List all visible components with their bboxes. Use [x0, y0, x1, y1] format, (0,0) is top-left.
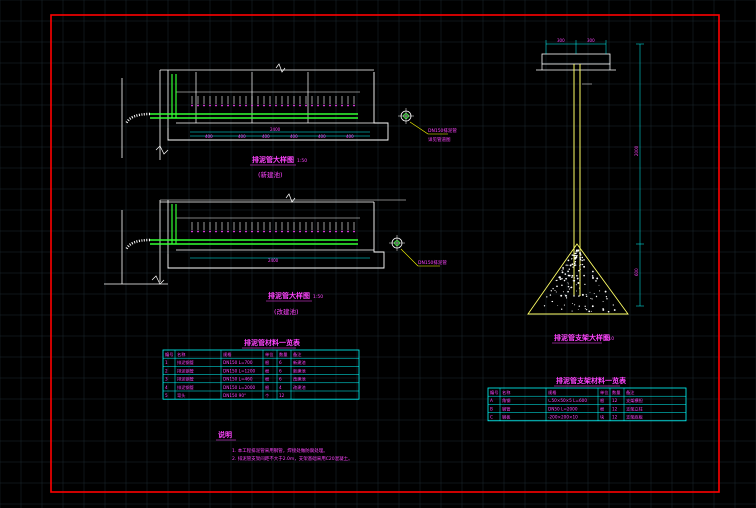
right-table-cell: 12: [612, 415, 618, 420]
left-table-header-cell: 单位: [265, 351, 273, 358]
top-detail-scale: 1:50: [297, 158, 307, 164]
left-table-cell: 6: [279, 360, 282, 365]
support-dim-top-2: 300: [587, 38, 595, 43]
drawing-frame: [50, 14, 720, 493]
right-table-cell: 支架立柱: [626, 405, 644, 412]
right-table-cell: C: [490, 415, 493, 420]
right-table-cell: 块: [600, 414, 605, 421]
left-table-cell: 4: [165, 385, 168, 390]
left-table-cell: DN150 L=2000: [223, 385, 256, 390]
left-table-header-cell: 编号: [165, 351, 173, 358]
right-table-cell: -200×200×10: [548, 415, 578, 420]
right-table-cell: 支架底板: [626, 414, 644, 421]
top-dim-label: 400: [205, 134, 213, 139]
left-table-cell: 根: [265, 359, 270, 366]
left-table-cell: 根: [265, 367, 270, 374]
top-dim-label: 400: [346, 134, 354, 139]
left-table-header-cell: 规格: [223, 351, 232, 358]
right-table-cell: 角钢: [502, 397, 510, 404]
left-table-cell: 个: [265, 393, 270, 398]
left-table-cell: DN150 L=700: [223, 360, 253, 365]
left-table-cell: 1: [165, 360, 168, 365]
left-table-cell: 6: [279, 368, 282, 373]
right-table-cell: DN50 L=2000: [548, 406, 578, 411]
left-table-cell: 新建池: [293, 359, 306, 366]
top-dim-label: 400: [318, 134, 326, 139]
left-table-cell: 6: [279, 377, 282, 382]
left-table-cell: 改建池: [293, 384, 306, 391]
right-table-cell: 12: [612, 398, 618, 403]
right-table-header-cell: 名称: [502, 389, 510, 396]
left-table-cell: 4: [279, 385, 282, 390]
support-detail-title: 排泥管支架大样图: [554, 333, 610, 342]
mid-detail-title: 排泥管大样图: [268, 291, 310, 300]
left-table-cell: 排泥钢管: [177, 359, 194, 366]
right-table-header-cell: 编号: [490, 389, 498, 396]
mid-callout: DN150排泥管: [418, 259, 447, 266]
support-dim-top-1: 300: [557, 38, 565, 43]
left-table-header-cell: 名称: [177, 351, 185, 358]
note-2: 2. 排泥管支架间距不大于2.0m，支架基础采用C20混凝土。: [232, 455, 353, 462]
left-table-cell: 弯头: [177, 392, 185, 399]
right-table-header-cell: 规格: [548, 389, 557, 396]
support-detail-scale: 1:10: [604, 336, 614, 342]
left-table-cell: 新建池: [293, 367, 306, 374]
right-table-cell: A: [490, 398, 493, 403]
left-table-cell: 排泥钢管: [177, 367, 194, 374]
mid-detail-scale: 1:50: [313, 294, 323, 300]
right-table-title: 排泥管支架材料一览表: [556, 376, 627, 385]
left-table-cell: 根: [265, 384, 270, 391]
right-material-table: 编号名称 规格 单位数量备注 A 角钢 ∟50×50×5 L=600 根 12 支架横担 B 钢管 D…: [487, 387, 687, 422]
right-table-cell: 根: [600, 397, 605, 404]
right-table-cell: 钢管: [502, 405, 510, 412]
right-table-cell: B: [490, 406, 493, 411]
left-table-cell: 改建池: [293, 376, 306, 383]
support-dim-height: 2000: [634, 145, 639, 156]
left-table-cell: 12: [279, 393, 285, 398]
right-table-header-cell: 单位: [600, 389, 608, 396]
left-table-cell: 3: [165, 377, 168, 382]
left-table-header-cell: 备注: [293, 351, 302, 358]
top-callout: DN150排泥管: [428, 127, 457, 134]
support-dim-base: 600: [634, 268, 639, 276]
left-table-header-cell: 数量: [279, 351, 287, 358]
right-table-cell: 支架横担: [626, 397, 643, 404]
top-dim-label: 400: [238, 134, 246, 139]
support-detail: [527, 40, 644, 315]
left-table-cell: 2: [165, 368, 168, 373]
left-table-cell: 排泥钢管: [177, 376, 194, 383]
right-table-cell: ∟50×50×5 L=600: [548, 398, 587, 403]
middle-detail: [104, 193, 440, 285]
left-table-cell: DN150 L=460: [223, 377, 253, 382]
right-table-cell: 钢板: [502, 414, 511, 421]
top-detail: [121, 63, 448, 160]
top-dim-label: 400: [262, 134, 270, 139]
left-table-cell: DN150 90°: [223, 393, 246, 398]
mid-dim-total: 2400: [268, 258, 279, 263]
left-table-cell: 排泥钢管: [177, 384, 194, 391]
left-table-cell: DN150 L=1200: [223, 368, 256, 373]
top-detail-title: 排泥管大样图: [252, 155, 294, 164]
top-dim-label: 400: [290, 134, 298, 139]
top-detail-subtitle: (新建池): [258, 170, 283, 179]
right-table-header-cell: 备注: [626, 389, 635, 396]
left-table-title: 排泥管材料一览表: [244, 338, 301, 347]
left-table-cell: 5: [165, 393, 168, 398]
note-1: 1. 本工程排泥管采用钢管，焊接处做防腐处理。: [232, 447, 328, 454]
top-dim-total: 2400: [270, 127, 281, 132]
right-table-header-cell: 数量: [612, 389, 620, 396]
mid-detail-subtitle: (改建池): [274, 307, 299, 316]
right-table-cell: 根: [600, 405, 605, 412]
top-callout-2: 详见管道图: [428, 136, 451, 143]
left-material-table: 编号名称 规格 单位数量备注 1 排泥钢管 DN150 L=700 根 6 新建池 2 排泥钢管 DN…: [162, 349, 360, 400]
notes-heading: 说明: [218, 430, 232, 439]
left-table-cell: 根: [265, 376, 270, 383]
right-table-cell: 12: [612, 406, 618, 411]
